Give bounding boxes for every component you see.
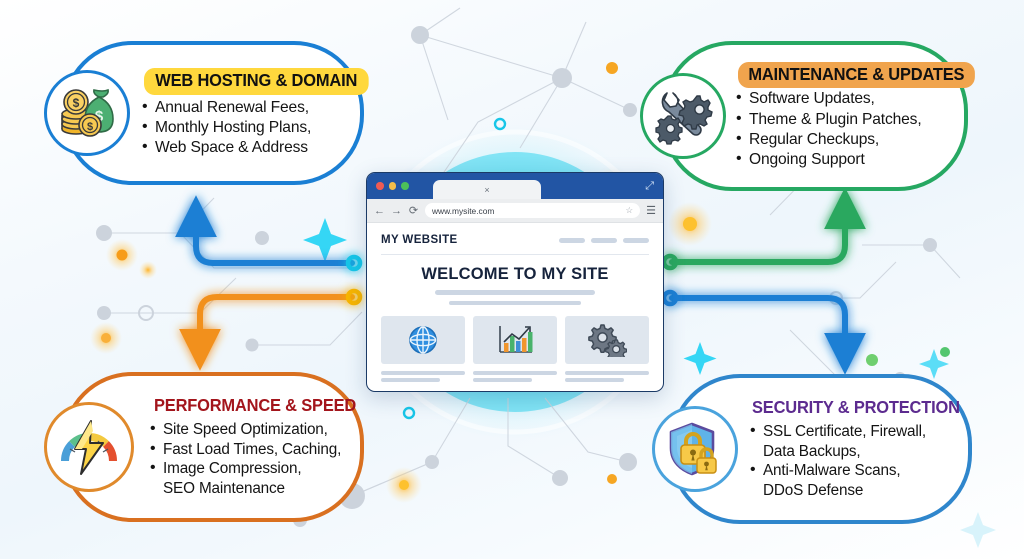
browser-tab[interactable]: × <box>433 180 541 199</box>
url-text: www.mysite.com <box>432 205 495 216</box>
card-body: MAINTENANCE & UPDATES Software Updates, … <box>730 61 975 171</box>
maximize-traffic-light[interactable] <box>401 182 409 190</box>
list-item: SSL Certificate, Firewall, <box>750 421 952 442</box>
feature-tiles <box>381 316 649 364</box>
card-title: WEB HOSTING & DOMAIN <box>144 67 369 95</box>
card-item-list: SSL Certificate, Firewall, Data Backups,… <box>750 421 952 502</box>
caption-block <box>381 371 465 385</box>
site-nav-placeholder <box>559 237 649 243</box>
reload-icon[interactable]: ⟳ <box>408 205 419 217</box>
text-placeholder-line <box>435 290 595 295</box>
bookmark-star-icon[interactable]: ☆ <box>625 205 634 215</box>
caption-block <box>473 371 557 385</box>
money-bag-coins-icon: $ $ $ <box>44 70 130 156</box>
card-item-list: Annual Renewal Fees, Monthly Hosting Pla… <box>142 97 344 159</box>
placeholder-line <box>473 378 532 382</box>
speedometer-lightning-icon <box>44 402 134 492</box>
card-performance-speed[interactable]: PERFORMANCE & SPEED Site Speed Optimizat… <box>44 372 364 522</box>
list-item: Software Updates, <box>736 88 948 109</box>
card-body: SECURITY & PROTECTION SSL Certificate, F… <box>742 396 960 502</box>
placeholder-line <box>473 371 557 375</box>
card-title: SECURITY & PROTECTION <box>752 396 960 417</box>
card-title: PERFORMANCE & SPEED <box>154 394 357 415</box>
close-traffic-light[interactable] <box>376 182 384 190</box>
svg-text:$: $ <box>73 96 80 110</box>
globe-icon <box>409 326 437 354</box>
divider <box>381 254 649 255</box>
bar-chart-icon <box>499 326 533 353</box>
nav-item-placeholder[interactable] <box>623 237 649 243</box>
shield-padlock-icon <box>652 406 738 492</box>
back-icon[interactable]: ← <box>374 204 385 217</box>
page-headline: WELCOME TO MY SITE <box>421 265 609 283</box>
list-item: Fast Load Times, Caching, <box>150 439 344 460</box>
expand-icon[interactable]: ⤢ <box>645 180 654 192</box>
list-item: SEO Maintenance <box>163 480 285 498</box>
forward-icon[interactable]: → <box>391 204 402 217</box>
tab-close-icon[interactable]: × <box>484 184 490 195</box>
caption-block <box>565 371 649 385</box>
tile-globe[interactable] <box>381 316 465 364</box>
list-item: Monthly Hosting Plans, <box>142 117 344 138</box>
card-security-protection[interactable]: SECURITY & PROTECTION SSL Certificate, F… <box>652 374 972 524</box>
list-item: Theme & Plugin Patches, <box>736 109 948 130</box>
list-item: Web Space & Address <box>142 137 344 158</box>
browser-window-mockup[interactable]: × ⤢ ← → ⟳ www.mysite.com ☆ ☰ MY WEBSITE <box>366 172 664 392</box>
placeholder-line <box>381 371 465 375</box>
site-name: MY WEBSITE <box>381 234 458 246</box>
tile-gears[interactable] <box>565 316 649 364</box>
browser-toolbar: ← → ⟳ www.mysite.com ☆ ☰ <box>367 199 663 223</box>
card-item-list: Software Updates, Theme & Plugin Patches… <box>736 88 948 170</box>
list-item: Regular Checkups, <box>736 129 948 150</box>
placeholder-line <box>381 378 440 382</box>
hamburger-menu-icon[interactable]: ☰ <box>646 205 656 217</box>
wrench-gears-icon <box>640 73 726 159</box>
placeholder-line <box>565 371 649 375</box>
card-body: PERFORMANCE & SPEED Site Speed Optimizat… <box>138 394 357 500</box>
list-item: Data Backups, <box>763 442 861 460</box>
browser-titlebar: × ⤢ <box>367 173 663 199</box>
list-item: Site Speed Optimization, <box>150 419 344 440</box>
site-header: MY WEBSITE <box>381 234 649 246</box>
svg-text:$: $ <box>87 121 93 133</box>
card-title: MAINTENANCE & UPDATES <box>738 61 975 89</box>
list-item: Ongoing Support <box>736 149 948 170</box>
minimize-traffic-light[interactable] <box>388 182 396 190</box>
text-placeholder-line <box>449 300 581 305</box>
card-item-list: Site Speed Optimization, Fast Load Times… <box>150 419 344 500</box>
card-body: WEB HOSTING & DOMAIN Annual Renewal Fees… <box>134 67 369 159</box>
placeholder-line <box>565 378 624 382</box>
tile-chart[interactable] <box>473 316 557 364</box>
list-item: Anti-Malware Scans, <box>750 460 952 481</box>
card-maintenance-updates[interactable]: MAINTENANCE & UPDATES Software Updates, … <box>640 41 975 191</box>
card-web-hosting-domain[interactable]: $ $ $ WEB HOSTING & DOMAIN Annual Renewa… <box>44 41 369 185</box>
list-item: Annual Renewal Fees, <box>142 97 344 118</box>
tile-caption-placeholders <box>381 371 649 385</box>
gears-icon <box>588 324 627 357</box>
list-item: DDoS Defense <box>763 482 864 500</box>
address-bar[interactable]: www.mysite.com ☆ <box>425 203 641 218</box>
page-content: MY WEBSITE WELCOME TO MY SITE <box>367 223 663 391</box>
list-item: Image Compression, <box>150 458 344 479</box>
svg-text:$: $ <box>95 108 104 125</box>
nav-item-placeholder[interactable] <box>591 237 617 243</box>
nav-item-placeholder[interactable] <box>559 237 585 243</box>
